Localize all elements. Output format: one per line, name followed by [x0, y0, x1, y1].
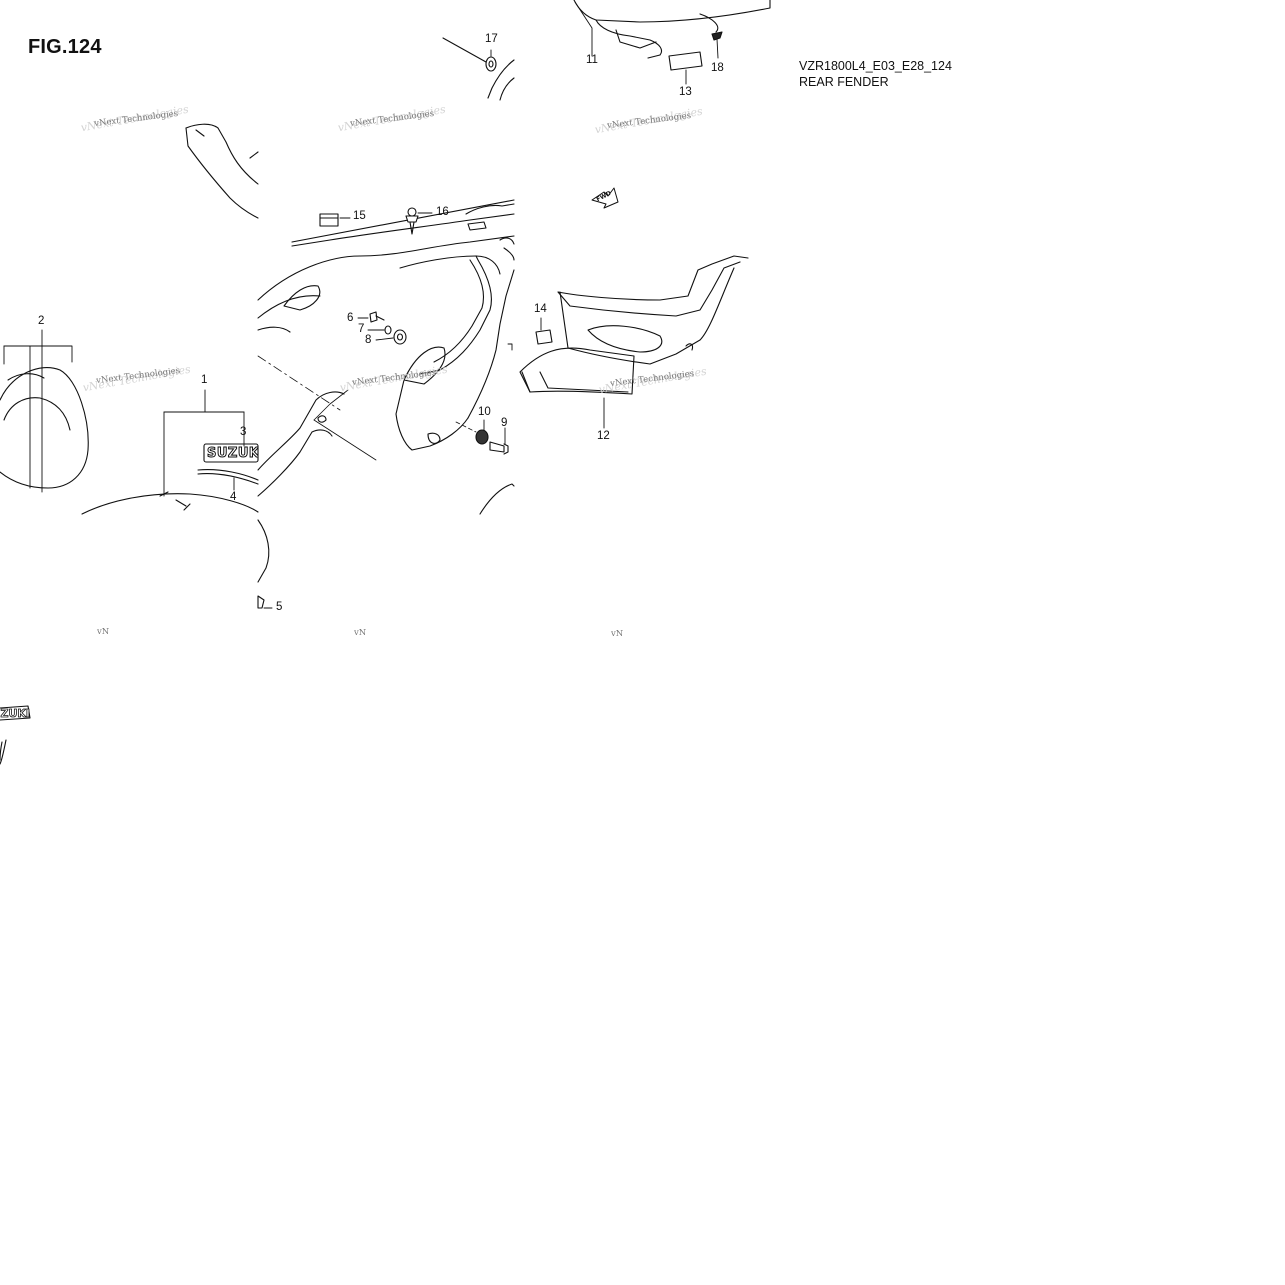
rail-fragment — [257, 355, 515, 515]
emblem-fragment — [0, 705, 31, 765]
callout-13: 13 — [679, 86, 692, 98]
watermark-clipped: vN — [611, 629, 624, 639]
callout-7: 7 — [358, 323, 365, 335]
suzuki-emblem-fragment-text: SUZUKI — [0, 707, 30, 720]
side-panel-fragment — [185, 123, 259, 219]
bracket-lines-1 — [81, 389, 259, 515]
callout-18: 18 — [711, 62, 724, 74]
cushion-15 — [319, 213, 351, 227]
callout-14: 14 — [534, 303, 547, 315]
callout-5: 5 — [276, 601, 283, 613]
trim-strip-4 — [197, 469, 259, 491]
callout-3: 3 — [240, 426, 247, 438]
callout-12: 12 — [597, 430, 610, 442]
cushion-14 — [507, 317, 553, 351]
callout-9: 9 — [501, 417, 508, 429]
model-code: VZR1800L4_E03_E28_124 — [799, 59, 952, 73]
clip-5 — [257, 519, 273, 609]
callout-2: 2 — [38, 315, 45, 327]
suzuki-emblem-text: SUZUKI — [207, 446, 258, 461]
callout-8: 8 — [365, 334, 372, 346]
section-name: REAR FENDER — [799, 75, 889, 89]
fwd-arrow-icon — [591, 187, 619, 209]
screw-18 — [711, 31, 723, 59]
emblem-3 — [203, 429, 259, 463]
nut-8 — [375, 329, 407, 345]
side-cover-12 — [519, 255, 749, 429]
callout-15: 15 — [353, 210, 366, 222]
clip-16 — [405, 207, 433, 235]
bolt-9 — [489, 427, 509, 455]
watermark-clipped: vN — [97, 627, 110, 637]
figure-title: FIG.124 — [28, 36, 102, 58]
bolt-6 — [357, 311, 385, 323]
callout-11: 11 — [586, 54, 598, 66]
callout-1: 1 — [201, 374, 208, 386]
rear-fender-body — [257, 199, 515, 451]
grommet-17 — [442, 37, 515, 101]
callout-17: 17 — [485, 33, 498, 45]
collar-10 — [455, 419, 489, 445]
fender-cover-2 — [0, 329, 89, 493]
watermark-clipped: vN — [354, 628, 367, 638]
callout-16: 16 — [436, 206, 449, 218]
callout-6: 6 — [347, 312, 354, 324]
callout-10: 10 — [478, 406, 491, 418]
cushion-pad-13 — [668, 51, 703, 85]
callout-4: 4 — [230, 491, 237, 503]
washer-7 — [367, 325, 392, 335]
rear-fender-underside-drawing — [573, 0, 771, 59]
